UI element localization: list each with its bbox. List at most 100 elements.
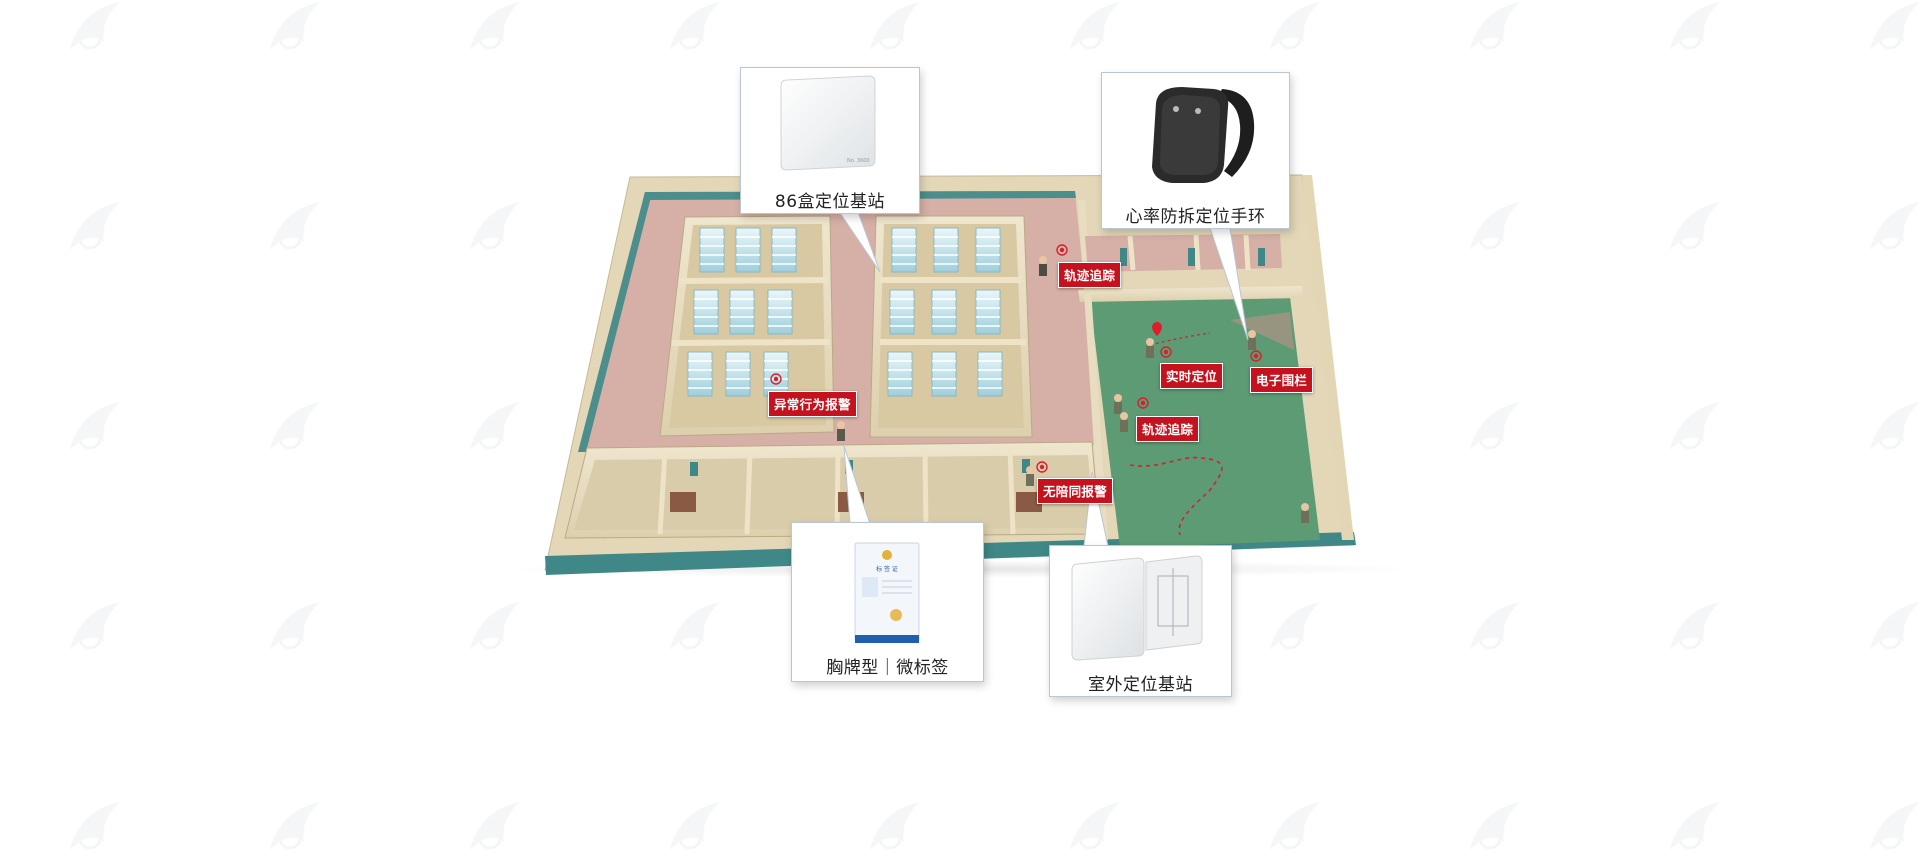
bottom-rooms-floor	[574, 455, 1094, 530]
wristband-strap	[1218, 89, 1255, 177]
tag-abnormal-behavior-alarm: 异常行为报警	[768, 391, 857, 417]
location-marker-dot	[1140, 400, 1146, 406]
location-marker	[1250, 350, 1262, 362]
watermark-mark	[1460, 790, 1544, 860]
box-beacon-model-text: No. 3600	[847, 158, 870, 164]
wristband-label: 心率防拆定位手环	[1125, 207, 1266, 227]
cell-divider	[671, 339, 831, 346]
person	[1114, 402, 1122, 414]
tag-trajectory-tracking-1: 轨迹追踪	[1058, 262, 1122, 288]
location-marker-dot	[1059, 247, 1065, 253]
badge-photo	[862, 577, 878, 597]
person	[1248, 330, 1256, 338]
room-divider	[744, 450, 753, 535]
bed	[887, 351, 913, 397]
bed	[725, 351, 751, 397]
bed	[735, 227, 761, 273]
inner-wall-edge-left	[578, 192, 652, 452]
watermark-mark	[1860, 790, 1920, 860]
outdoor-beacon-label: 室外定位基站	[1088, 675, 1193, 695]
bed	[975, 227, 1001, 273]
floorplan-svg	[544, 174, 1356, 575]
badge-card-title: 标 签 证	[876, 565, 898, 573]
watermark-mark	[1660, 790, 1744, 860]
badge-label: 胸牌型｜微标签	[826, 658, 949, 678]
bed	[687, 351, 713, 397]
map-pin-icon	[1152, 322, 1162, 336]
person	[1026, 466, 1034, 474]
bed	[699, 227, 725, 273]
people	[837, 256, 1309, 523]
callout-badge: 标 签 证 胸牌型｜微标签	[791, 522, 984, 682]
bed	[931, 351, 957, 397]
outdoor-yard	[1090, 297, 1320, 548]
person	[1301, 511, 1309, 523]
watermark-mark	[260, 790, 344, 860]
bed	[975, 289, 1001, 335]
prison-floorplan-diagram: No. 3600 86盒定位基站 心率防拆定位手环 标 签 证 胸牌型｜微标签	[498, 67, 1428, 697]
badge-image: 标 签 证	[854, 542, 920, 643]
tag-trajectory-tracking-2: 轨迹追踪	[1136, 416, 1200, 442]
cell-divider	[678, 277, 829, 284]
door	[1258, 248, 1265, 266]
location-marker	[770, 373, 782, 385]
person	[1120, 420, 1128, 432]
bed	[933, 227, 959, 273]
person	[1026, 474, 1034, 486]
room-divider	[1243, 234, 1251, 271]
bed	[977, 351, 1003, 397]
location-marker-dot	[1039, 464, 1045, 470]
box-beacon-device	[780, 75, 876, 171]
bed	[891, 227, 917, 273]
beds-left	[687, 227, 797, 397]
bed	[729, 289, 755, 335]
person	[1120, 412, 1128, 420]
room-divider	[922, 448, 929, 535]
person	[837, 421, 845, 429]
fence-zone	[1230, 312, 1294, 350]
door	[1120, 248, 1127, 266]
door	[1188, 248, 1195, 266]
tag-electronic-fence: 电子围栏	[1250, 367, 1314, 393]
person	[1248, 338, 1256, 350]
watermark-mark	[1260, 790, 1344, 860]
outdoor-beacon-back	[1145, 555, 1203, 651]
bed	[767, 289, 793, 335]
wristband-sensor	[1173, 106, 1179, 112]
outdoor-beacon-image	[1071, 555, 1203, 661]
location-marker-dot	[1253, 353, 1259, 359]
bed	[771, 227, 797, 273]
room-divider	[1007, 447, 1016, 535]
person	[837, 429, 845, 441]
watermark-mark	[460, 790, 544, 860]
bed	[931, 289, 957, 335]
badge-emblem-icon	[882, 550, 892, 560]
callout-outdoor-beacon: 室外定位基站	[1049, 545, 1232, 697]
room-divider	[657, 451, 668, 535]
trajectory-path	[1149, 332, 1211, 346]
watermark-mark	[60, 790, 144, 860]
watermark-mark	[660, 790, 744, 860]
door	[1022, 459, 1030, 473]
person	[1146, 338, 1154, 346]
location-marker	[1036, 461, 1048, 473]
yard-wall-right	[1302, 175, 1354, 540]
wristband-sensor	[1195, 108, 1201, 114]
wristband-face	[1160, 95, 1220, 175]
desk	[1016, 492, 1042, 512]
box-beacon-image: No. 3600	[780, 75, 876, 171]
box-beacon-label: 86盒定位基站	[774, 192, 886, 212]
watermark-mark	[860, 790, 944, 860]
room-divider	[1193, 234, 1201, 271]
room-divider	[834, 449, 841, 535]
desk	[670, 492, 696, 512]
beds-right	[887, 227, 1003, 397]
person	[1301, 503, 1309, 511]
watermark-mark	[1060, 790, 1144, 860]
outdoor-beacon-front	[1071, 557, 1145, 661]
badge-card-stripe	[855, 635, 919, 643]
location-marker	[1137, 397, 1149, 409]
location-marker-dot	[773, 376, 779, 382]
bed	[693, 289, 719, 335]
tag-no-escort-alarm: 无陪同报警	[1037, 478, 1114, 504]
